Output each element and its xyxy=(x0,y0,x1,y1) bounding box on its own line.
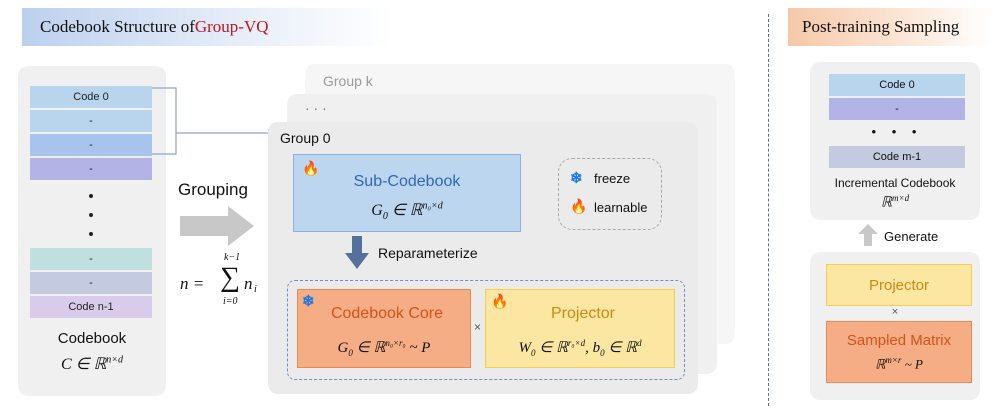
flame-icon: 🔥 xyxy=(491,293,509,309)
generate-arrow xyxy=(858,224,878,246)
flame-icon: 🔥 xyxy=(302,160,320,176)
generate-label: Generate xyxy=(884,229,939,244)
reparam-container xyxy=(287,280,685,380)
sampled-matrix-title: Sampled Matrix xyxy=(846,332,952,349)
projector-formula: W0 ∈ ℝr₀×d, b0 ∈ ℝd xyxy=(518,338,642,358)
codebook-formula: C ∈ ℝn×d xyxy=(60,354,124,373)
codebook-core-title: Codebook Core xyxy=(330,305,444,322)
group-mid-label: · · · xyxy=(305,100,327,116)
sampled-matrix-formula: ℝm×r ~ P xyxy=(875,355,923,372)
grouping-arrow xyxy=(180,206,254,246)
header-prefix: Codebook Structure of xyxy=(40,17,195,36)
vertical-dot xyxy=(89,194,93,198)
legend-freeze: freeze xyxy=(594,171,631,186)
snowflake-icon: ❄ xyxy=(302,293,315,310)
sampled-matrix-box xyxy=(826,321,972,383)
reparameterize-arrow xyxy=(345,236,369,269)
codebook-core-box xyxy=(297,289,471,368)
code-row-2: - xyxy=(30,134,152,156)
codebook-title: Codebook xyxy=(57,330,127,347)
grouping-label: Grouping xyxy=(178,180,248,199)
snowflake-icon: ❄ xyxy=(570,170,583,187)
group-0-label: Group 0 xyxy=(280,130,331,146)
sample-code-row-0: Code 0 xyxy=(829,74,965,96)
sub-codebook-title: Sub-Codebook xyxy=(353,173,461,190)
legend-learnable: learnable xyxy=(594,200,648,215)
sample-multiply-sign: × xyxy=(891,306,899,318)
group-connector xyxy=(152,87,276,155)
incremental-codebook-title: Incremental Codebook xyxy=(834,176,956,190)
right-header-title: Post-training Sampling xyxy=(802,17,960,36)
legend-box xyxy=(558,158,662,230)
codebook-core-formula: G0 ∈ ℝn₀×r₀ ~ P xyxy=(337,338,431,358)
left-header: Codebook Structure of Group-VQ xyxy=(22,8,392,46)
sample-dots: • • • xyxy=(871,124,923,139)
code-row-k1: - xyxy=(30,272,152,294)
sample-code-row-1: - xyxy=(829,98,965,120)
reparameterize-label: Reparameterize xyxy=(378,245,478,261)
right-header: Post-training Sampling xyxy=(788,8,992,46)
section-divider xyxy=(768,14,769,406)
header-highlight: Group-VQ xyxy=(194,17,269,36)
sample-projector-box: Projector xyxy=(826,264,972,306)
sub-codebook-formula: G0 ∈ ℝn₀×d xyxy=(371,200,443,223)
grouping-formula: n = k−1 ∑ i=0 n i xyxy=(180,252,257,307)
vertical-dot xyxy=(89,213,93,217)
vertical-dot xyxy=(89,232,93,236)
flame-icon: 🔥 xyxy=(570,198,588,214)
incremental-codebook-formula: ℝm×d xyxy=(880,193,910,211)
projector-box xyxy=(485,289,675,368)
group-k-label: Group k xyxy=(323,73,373,89)
code-row-1: - xyxy=(30,110,152,132)
projector-title: Projector xyxy=(550,305,616,322)
code-row-3: - xyxy=(30,158,152,180)
code-row-last: Code n-1 xyxy=(30,296,152,318)
code-row-0: Code 0 xyxy=(30,86,152,108)
sample-code-row-last: Code m-1 xyxy=(829,146,965,168)
multiply-sign: × xyxy=(474,320,482,334)
sub-codebook-box xyxy=(293,154,521,232)
code-row-k: - xyxy=(30,248,152,270)
